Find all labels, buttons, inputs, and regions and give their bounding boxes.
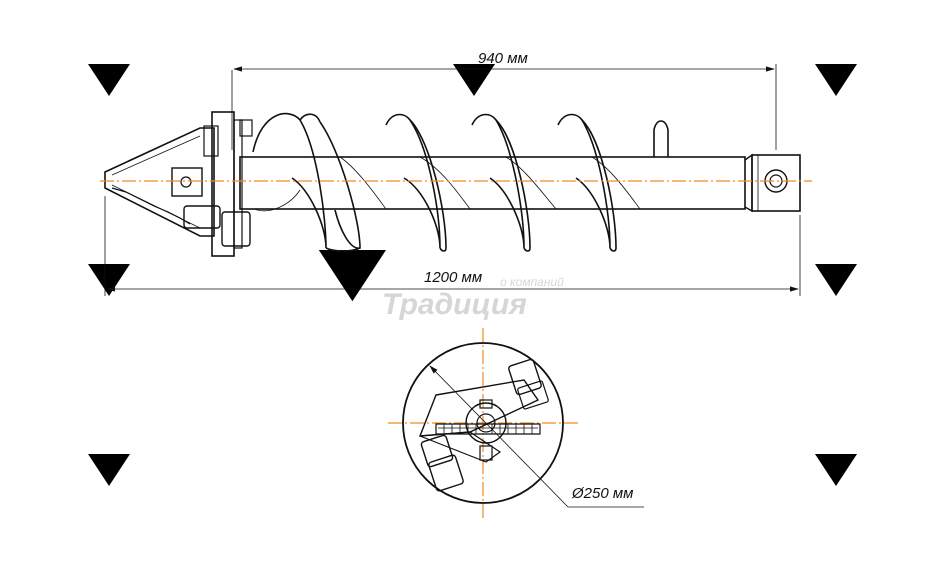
total-length-label: 1200 мм	[424, 269, 482, 286]
cutting-head	[104, 111, 253, 257]
dimension-flight-length: 940 мм	[231, 50, 777, 150]
diameter-label: Ø250 мм	[571, 485, 633, 502]
auger-end-view: Ø250 мм	[388, 328, 644, 518]
auger-flights	[252, 112, 669, 252]
end-view-outline	[402, 342, 564, 504]
end-view-tooth-bottom	[420, 434, 464, 492]
end-view-tooth-top	[508, 358, 549, 410]
flight-length-label: 940 мм	[478, 50, 528, 67]
watermark-tagline: о компаний	[500, 275, 564, 289]
watermark-brand: Традиция	[382, 288, 527, 321]
auger-side-view	[100, 111, 812, 257]
hex-connector	[751, 154, 801, 212]
dimension-total-length: 1200 мм	[104, 196, 801, 296]
